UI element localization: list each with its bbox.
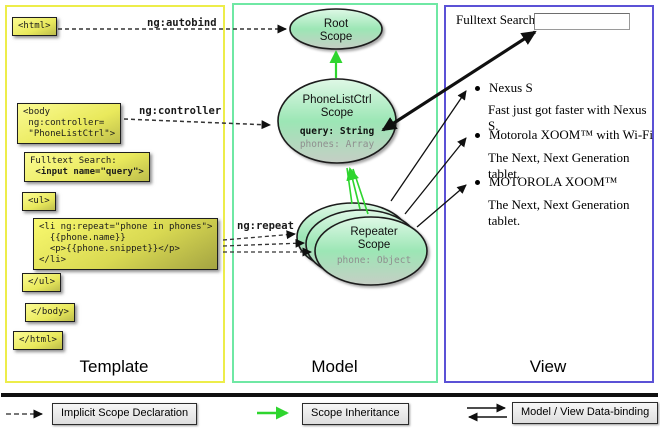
bullet-icon <box>475 180 480 185</box>
ul-open-tag-box: <ul> <box>22 192 56 211</box>
li-line2: {{phone.name}} <box>39 233 126 243</box>
li-repeat-code-box: <li ng:repeat="phone in phones"> {{phone… <box>33 218 219 270</box>
li-line4: </li> <box>39 255 67 265</box>
html-open-tag-box: <html> <box>12 17 57 36</box>
view-item-desc: The Next, Next Generation tablet. <box>488 197 630 228</box>
li-line3: <p>{{phone.snippet}}</p> <box>39 244 180 254</box>
view-search-label: Fulltext Search: <box>456 12 539 27</box>
bullet-icon <box>475 133 480 138</box>
view-item-title: Motorola XOOM™ with Wi-Fi <box>489 127 654 142</box>
body-open-line2: ng:controller= <box>23 118 105 128</box>
ul-close-text: </ul> <box>28 277 56 287</box>
ul-open-text: <ul> <box>28 196 50 206</box>
body-open-line3: "PhoneListCtrl"> <box>23 129 116 139</box>
legend-scope-inheritance-box: Scope Inheritance <box>302 403 409 425</box>
html-open-text: <html> <box>18 21 51 31</box>
body-close-text: </body> <box>31 307 69 317</box>
legend-databinding-box: Model / View Data-binding <box>512 402 659 424</box>
repeat-label: ng:repeat <box>237 220 294 232</box>
html-close-tag-box: </html> <box>13 331 63 350</box>
ul-close-tag-box: </ul> <box>22 273 62 292</box>
model-column-label: Model <box>311 357 358 376</box>
autobind-label: ng:autobind <box>147 17 217 29</box>
fulltext-search-input[interactable] <box>534 13 630 30</box>
legend-implicit-scope-box: Implicit Scope Declaration <box>52 403 198 425</box>
model-column <box>232 3 438 383</box>
bullet-icon <box>475 86 480 91</box>
view-item-desc: The Next, Next Generation tablet. <box>488 150 630 181</box>
controller-label: ng:controller <box>139 105 222 117</box>
legend-divider <box>1 393 658 397</box>
body-open-tag-box: <body ng:controller= "PhoneListCtrl"> <box>17 103 122 144</box>
template-column-label: Template <box>79 357 149 376</box>
html-close-text: </html> <box>19 335 57 345</box>
input-query-line: <input name="query"> <box>30 167 144 177</box>
fulltext-label-line: Fulltext Search: <box>30 156 117 166</box>
li-line1: <li ng:repeat="phone in phones"> <box>39 222 213 232</box>
body-close-tag-box: </body> <box>25 303 75 322</box>
view-column <box>444 5 654 383</box>
view-column-label: View <box>529 357 567 376</box>
view-item-title: MOTOROLA XOOM™ <box>489 174 618 189</box>
view-item-title: Nexus S <box>489 80 533 95</box>
body-open-line1: <body <box>23 107 51 117</box>
view-item-desc: Fast just got faster with Nexus S. <box>488 102 647 133</box>
fulltext-search-code-box: Fulltext Search: <input name="query"> <box>24 152 150 182</box>
